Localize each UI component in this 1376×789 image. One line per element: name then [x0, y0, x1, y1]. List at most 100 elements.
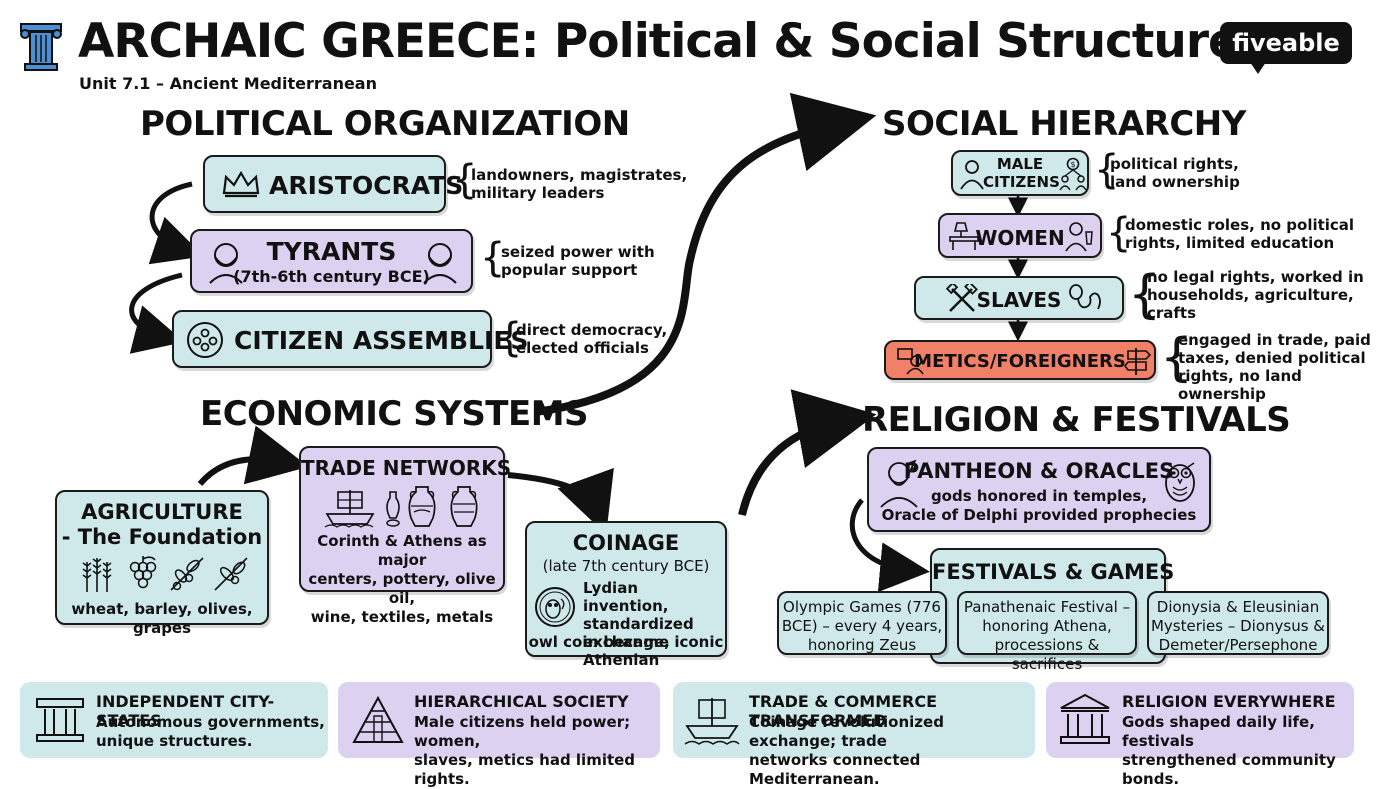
coinage-sub: (late 7th century BCE) — [542, 557, 710, 575]
summary-desc: Male citizens held power; women,slaves, … — [414, 713, 636, 788]
column-icon — [20, 23, 62, 71]
summary-desc: Autonomous governments,unique structures… — [96, 713, 325, 750]
arrow-pantheon-festivals — [849, 498, 930, 593]
brace: { — [452, 157, 478, 203]
amphora-icon — [386, 491, 400, 527]
assemblies-box[interactable]: CITIZEN ASSEMBLIES — [172, 310, 528, 368]
economic-heading: ECONOMIC SYSTEMS — [200, 394, 589, 434]
metics-box[interactable]: METICS/FOREIGNERS — [884, 340, 1156, 380]
summary-card-trade[interactable]: TRADE & COMMERCE TRANSFORMED Coinage rev… — [673, 682, 1035, 788]
coinage-title: COINAGE — [572, 531, 680, 555]
arrow-trade-coinage — [507, 467, 614, 535]
temple-icon — [1060, 693, 1110, 744]
women-box[interactable]: WOMEN — [938, 213, 1102, 258]
arrow-agriculture-trade — [197, 425, 309, 486]
aristocrats-label: ARISTOCRATS — [269, 171, 464, 200]
slaves-box[interactable]: SLAVES — [914, 276, 1124, 320]
owl-coin-icon — [535, 587, 575, 627]
slaves-label: SLAVES — [976, 288, 1062, 312]
festivals-title: FESTIVALS & GAMES — [932, 560, 1175, 584]
summary-title: TRADE & COMMERCE TRANSFORMED — [749, 692, 938, 730]
arrow-aristocrats-tyrants — [148, 181, 204, 265]
page-subtitle: Unit 7.1 – Ancient Mediterranean — [79, 74, 377, 93]
grapes-icon — [129, 556, 157, 589]
summary-card-hierarchy[interactable]: HIERARCHICAL SOCIETY Male citizens held … — [338, 682, 660, 788]
women-label: WOMEN — [975, 226, 1065, 250]
tools-icon — [946, 284, 978, 312]
political-heading: POLITICAL ORGANIZATION — [140, 104, 630, 144]
merchant-icon — [897, 348, 924, 375]
tyrants-sub: (7th-6th century BCE) — [233, 267, 430, 286]
citizen-icon — [960, 160, 984, 190]
woman-icon — [949, 222, 979, 250]
amphora-icon — [450, 486, 478, 527]
coinage-box[interactable]: COINAGE (late 7th century BCE) Lydian in… — [525, 521, 727, 669]
temple-icon — [36, 698, 84, 742]
tyrants-label: TYRANTS — [266, 237, 397, 266]
panathenaic-card[interactable]: Panathenaic Festival –honoring Athena,pr… — [957, 591, 1137, 673]
connector-arrows — [129, 92, 1028, 593]
brand-logo[interactable]: fiveable — [1220, 22, 1352, 74]
trade-box[interactable]: TRADE NETWORKS Corinth & Athens as major… — [299, 446, 511, 626]
tyrant-face-icon — [209, 243, 243, 284]
brace: { — [1094, 147, 1120, 193]
assemblies-note: direct democracy,elected officials — [516, 321, 668, 357]
coinage-desc-last: owl coin became iconic — [528, 633, 724, 651]
religion-heading: RELIGION & FESTIVALS — [862, 400, 1291, 440]
pyramid-icon — [352, 695, 404, 743]
aristocrats-box[interactable]: ARISTOCRATS — [203, 155, 463, 213]
assemblies-label: CITIZEN ASSEMBLIES — [234, 326, 529, 355]
assembly-icon — [187, 322, 223, 358]
summary-title: INDEPENDENT CITY-STATES — [96, 692, 275, 730]
svg-text:$: $ — [1070, 160, 1075, 169]
brace: { — [1160, 328, 1194, 388]
amphora-icon — [408, 486, 436, 527]
arrow-economic-social — [534, 92, 877, 416]
land-ownership-icon: $ — [1059, 157, 1087, 191]
pantheon-box[interactable]: PANTHEON & ORACLES gods honored in templ… — [867, 447, 1211, 532]
brand-logo-text: fiveable — [1232, 29, 1340, 57]
owl-icon — [1165, 462, 1195, 502]
ship-icon — [324, 490, 375, 528]
agriculture-desc: wheat, barley, olives, grapes — [71, 600, 253, 637]
ship-icon — [684, 698, 740, 745]
woman-icon — [1065, 222, 1093, 252]
olive-icon — [214, 557, 248, 591]
chains-icon — [1069, 284, 1101, 310]
summary-card-religion[interactable]: RELIGION EVERYWHERE Gods shaped daily li… — [1046, 682, 1354, 788]
crown-icon — [222, 170, 260, 198]
wheat-icon — [82, 558, 112, 592]
pantheon-desc: gods honored in temples,Oracle of Delphi… — [881, 487, 1197, 524]
summary-card-city-states[interactable]: INDEPENDENT CITY-STATES Autonomous gover… — [20, 682, 328, 758]
brand-logo-tail — [1250, 62, 1266, 74]
brace: { — [1106, 210, 1132, 256]
tyrants-box[interactable]: TYRANTS (7th-6th century BCE) — [190, 229, 473, 293]
brace: { — [497, 315, 523, 361]
signpost-icon — [1124, 348, 1152, 375]
male-citizens-note: political rights,land ownership — [1110, 155, 1240, 191]
agriculture-title: AGRICULTURE- The Foundation — [61, 500, 263, 549]
metics-label: METICS/FOREIGNERS — [914, 351, 1126, 372]
brace: { — [480, 235, 506, 281]
agriculture-box[interactable]: AGRICULTURE- The Foundation wheat, barle… — [55, 490, 269, 637]
pantheon-title: PANTHEON & ORACLES — [903, 459, 1175, 483]
brace: { — [1128, 265, 1162, 325]
olive-icon — [170, 557, 204, 591]
arrow-tyrants-assemblies — [129, 272, 185, 354]
arrow-coinage-religion — [738, 389, 877, 516]
summary-title: RELIGION EVERYWHERE — [1122, 692, 1336, 711]
